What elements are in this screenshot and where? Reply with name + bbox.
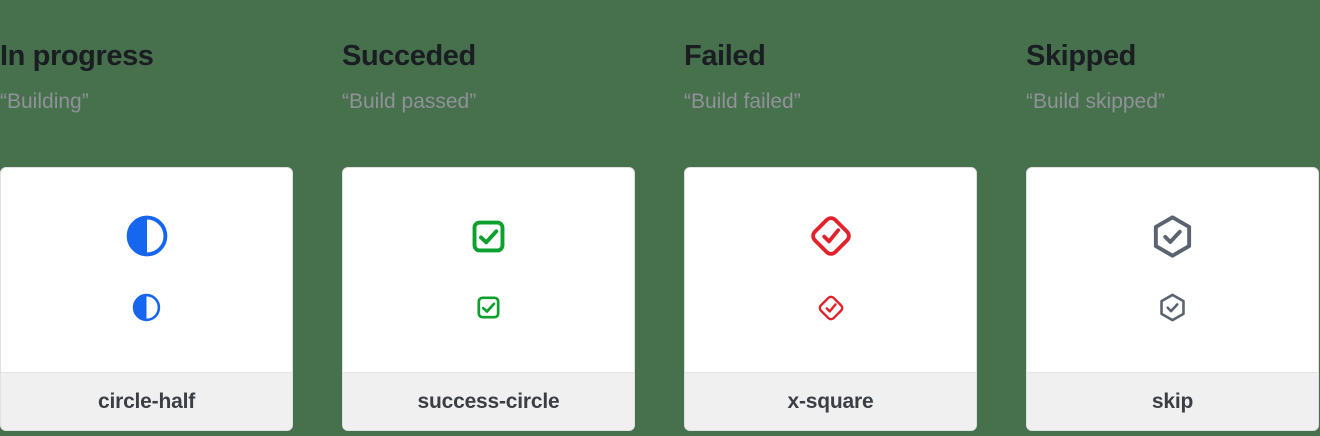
column-failed: Failed “Build failed” x-square [684, 0, 977, 436]
column-heading: Failed [684, 40, 766, 72]
icon-card-footer: x-square [685, 372, 976, 431]
check-square-icon-large [469, 212, 508, 260]
column-heading: Skipped [1026, 40, 1136, 72]
circle-half-icon-large [124, 212, 170, 260]
icon-card: skip [1026, 167, 1319, 432]
column-succeeded: Succeded “Build passed” succes [342, 0, 635, 436]
column-in-progress: In progress “Building” circle- [0, 0, 293, 436]
column-heading: In progress [0, 40, 154, 72]
check-hexagon-icon-large [1149, 212, 1196, 260]
icon-name-label: success-circle [417, 389, 560, 413]
icon-name-label: skip [1151, 389, 1194, 413]
check-diamond-icon-large [807, 212, 855, 260]
icon-card-footer: circle-half [1, 372, 292, 431]
circle-half-icon-small [131, 292, 162, 323]
icon-card-footer: skip [1027, 372, 1318, 431]
icon-card: x-square [684, 167, 977, 432]
icon-card-body [343, 168, 634, 372]
icon-name-label: circle-half [97, 389, 195, 413]
icon-card-body [1, 168, 292, 372]
column-skipped: Skipped “Build skipped” skip [1026, 0, 1319, 436]
icon-card: success-circle [342, 167, 635, 432]
column-subtitle: “Build failed” [684, 90, 801, 114]
check-diamond-icon-small [816, 292, 846, 323]
icon-card: circle-half [0, 167, 293, 432]
column-heading: Succeded [342, 40, 476, 72]
icon-card-body [685, 168, 976, 372]
check-square-icon-small [475, 292, 502, 323]
column-subtitle: “Build passed” [342, 90, 477, 114]
icon-name-label: x-square [787, 389, 874, 413]
icon-card-footer: success-circle [343, 372, 634, 431]
icon-card-body [1027, 168, 1318, 372]
column-subtitle: “Building” [0, 90, 89, 114]
check-hexagon-icon-small [1157, 292, 1188, 323]
column-subtitle: “Build skipped” [1026, 90, 1165, 114]
